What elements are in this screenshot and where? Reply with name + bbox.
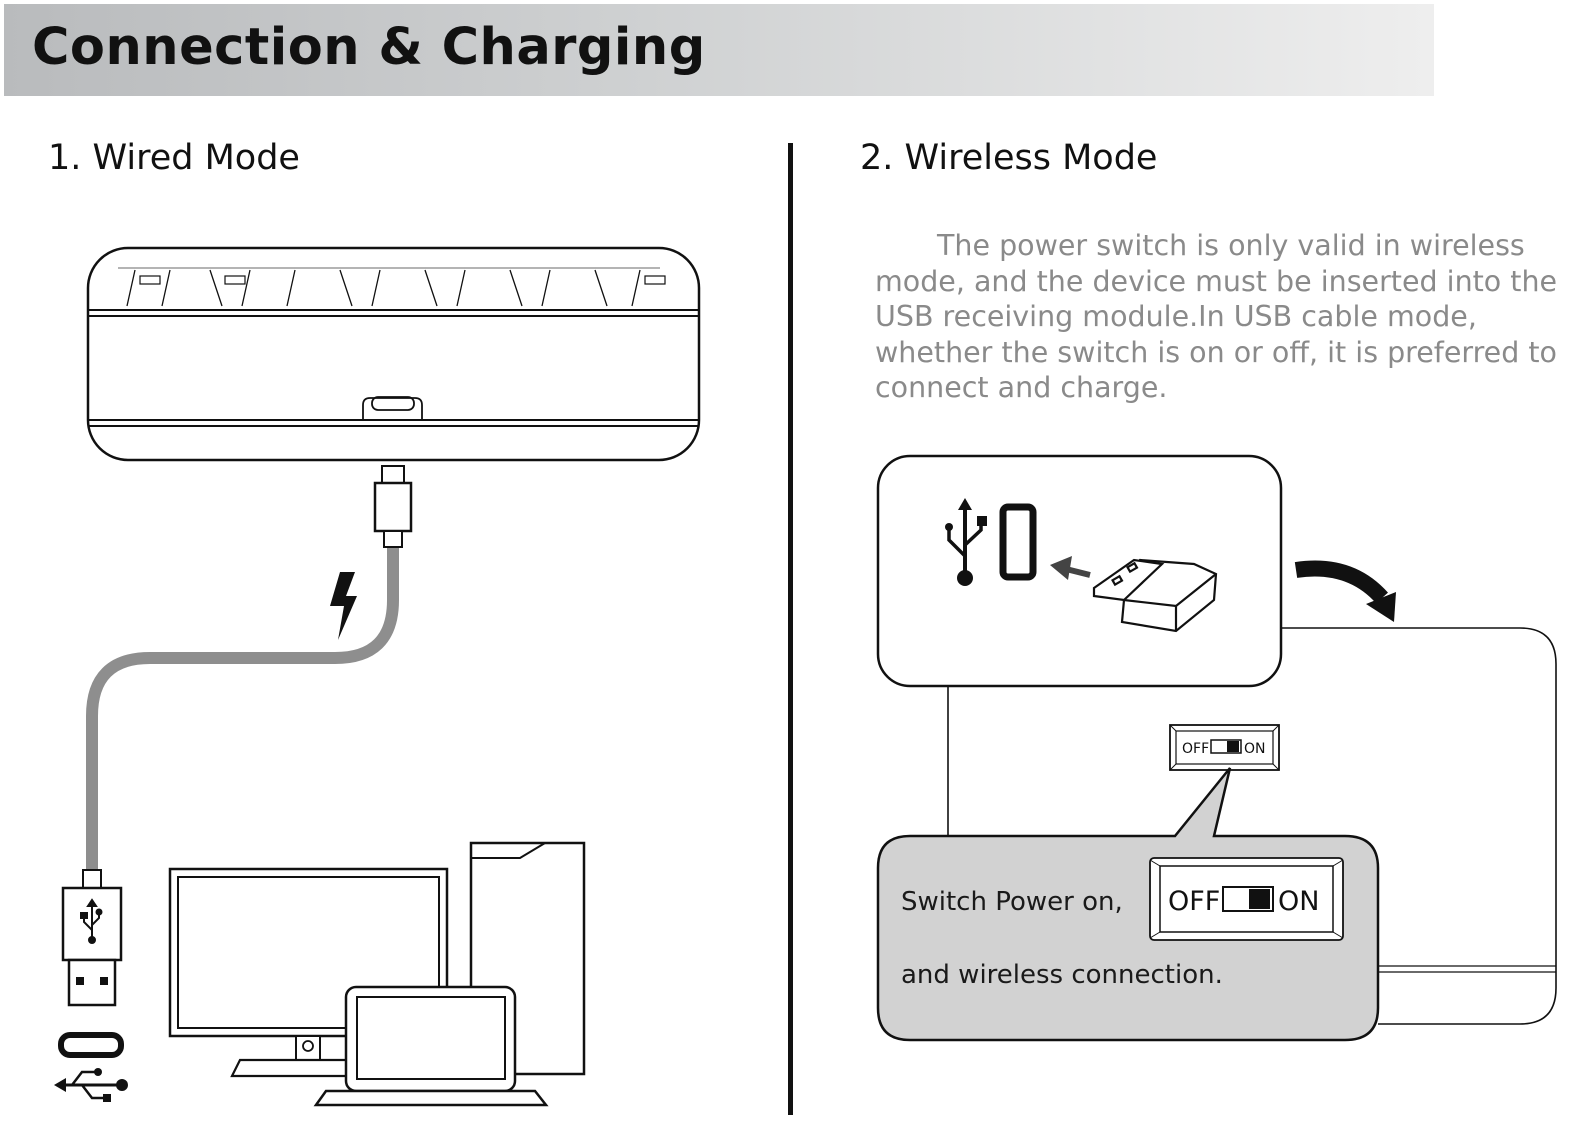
column-divider [788, 143, 793, 1115]
switch-off-label-large: OFF [1168, 886, 1220, 917]
lightning-icon [330, 572, 357, 640]
caption-wireless-connection: and wireless connection. [901, 960, 1223, 990]
usb-cable [86, 548, 399, 872]
callout-receiver [876, 454, 1283, 688]
wired-mode-title: 1. Wired Mode [48, 138, 300, 178]
header-bar: Connection & Charging [4, 4, 1434, 96]
wired-mode-illustration [54, 246, 701, 1107]
switch-on-label-small: ON [1244, 741, 1266, 757]
usb-port-icon [54, 1032, 128, 1102]
usb-c-connector [373, 465, 413, 548]
desktop-monitor [168, 867, 449, 1078]
usb-symbol-icon [945, 498, 987, 586]
keyboard-back-view [86, 246, 701, 462]
usb-a-plug [61, 869, 123, 1007]
wireless-description: The power switch is only valid in wirele… [875, 229, 1558, 405]
arrow-left-icon [1050, 556, 1091, 580]
switch-off-label-small: OFF [1182, 741, 1209, 757]
page-title: Connection & Charging [32, 18, 706, 77]
laptop [313, 985, 549, 1107]
usb-symbol-icon [80, 898, 103, 944]
caption-switch-power-on: Switch Power on, [901, 887, 1123, 917]
computer-devices [168, 841, 586, 1107]
switch-on-label-large: ON [1278, 886, 1319, 917]
curved-arrow-icon [1294, 560, 1396, 622]
wireless-mode-title: 2. Wireless Mode [860, 138, 1158, 178]
usb-receiver-dongle [1092, 558, 1218, 633]
usb-port-icon [999, 503, 1037, 581]
keyboard-outline [1282, 627, 1557, 1025]
power-switch-large: OFF ON [1149, 857, 1344, 941]
power-switch-on-keyboard: OFF ON [1169, 724, 1280, 771]
